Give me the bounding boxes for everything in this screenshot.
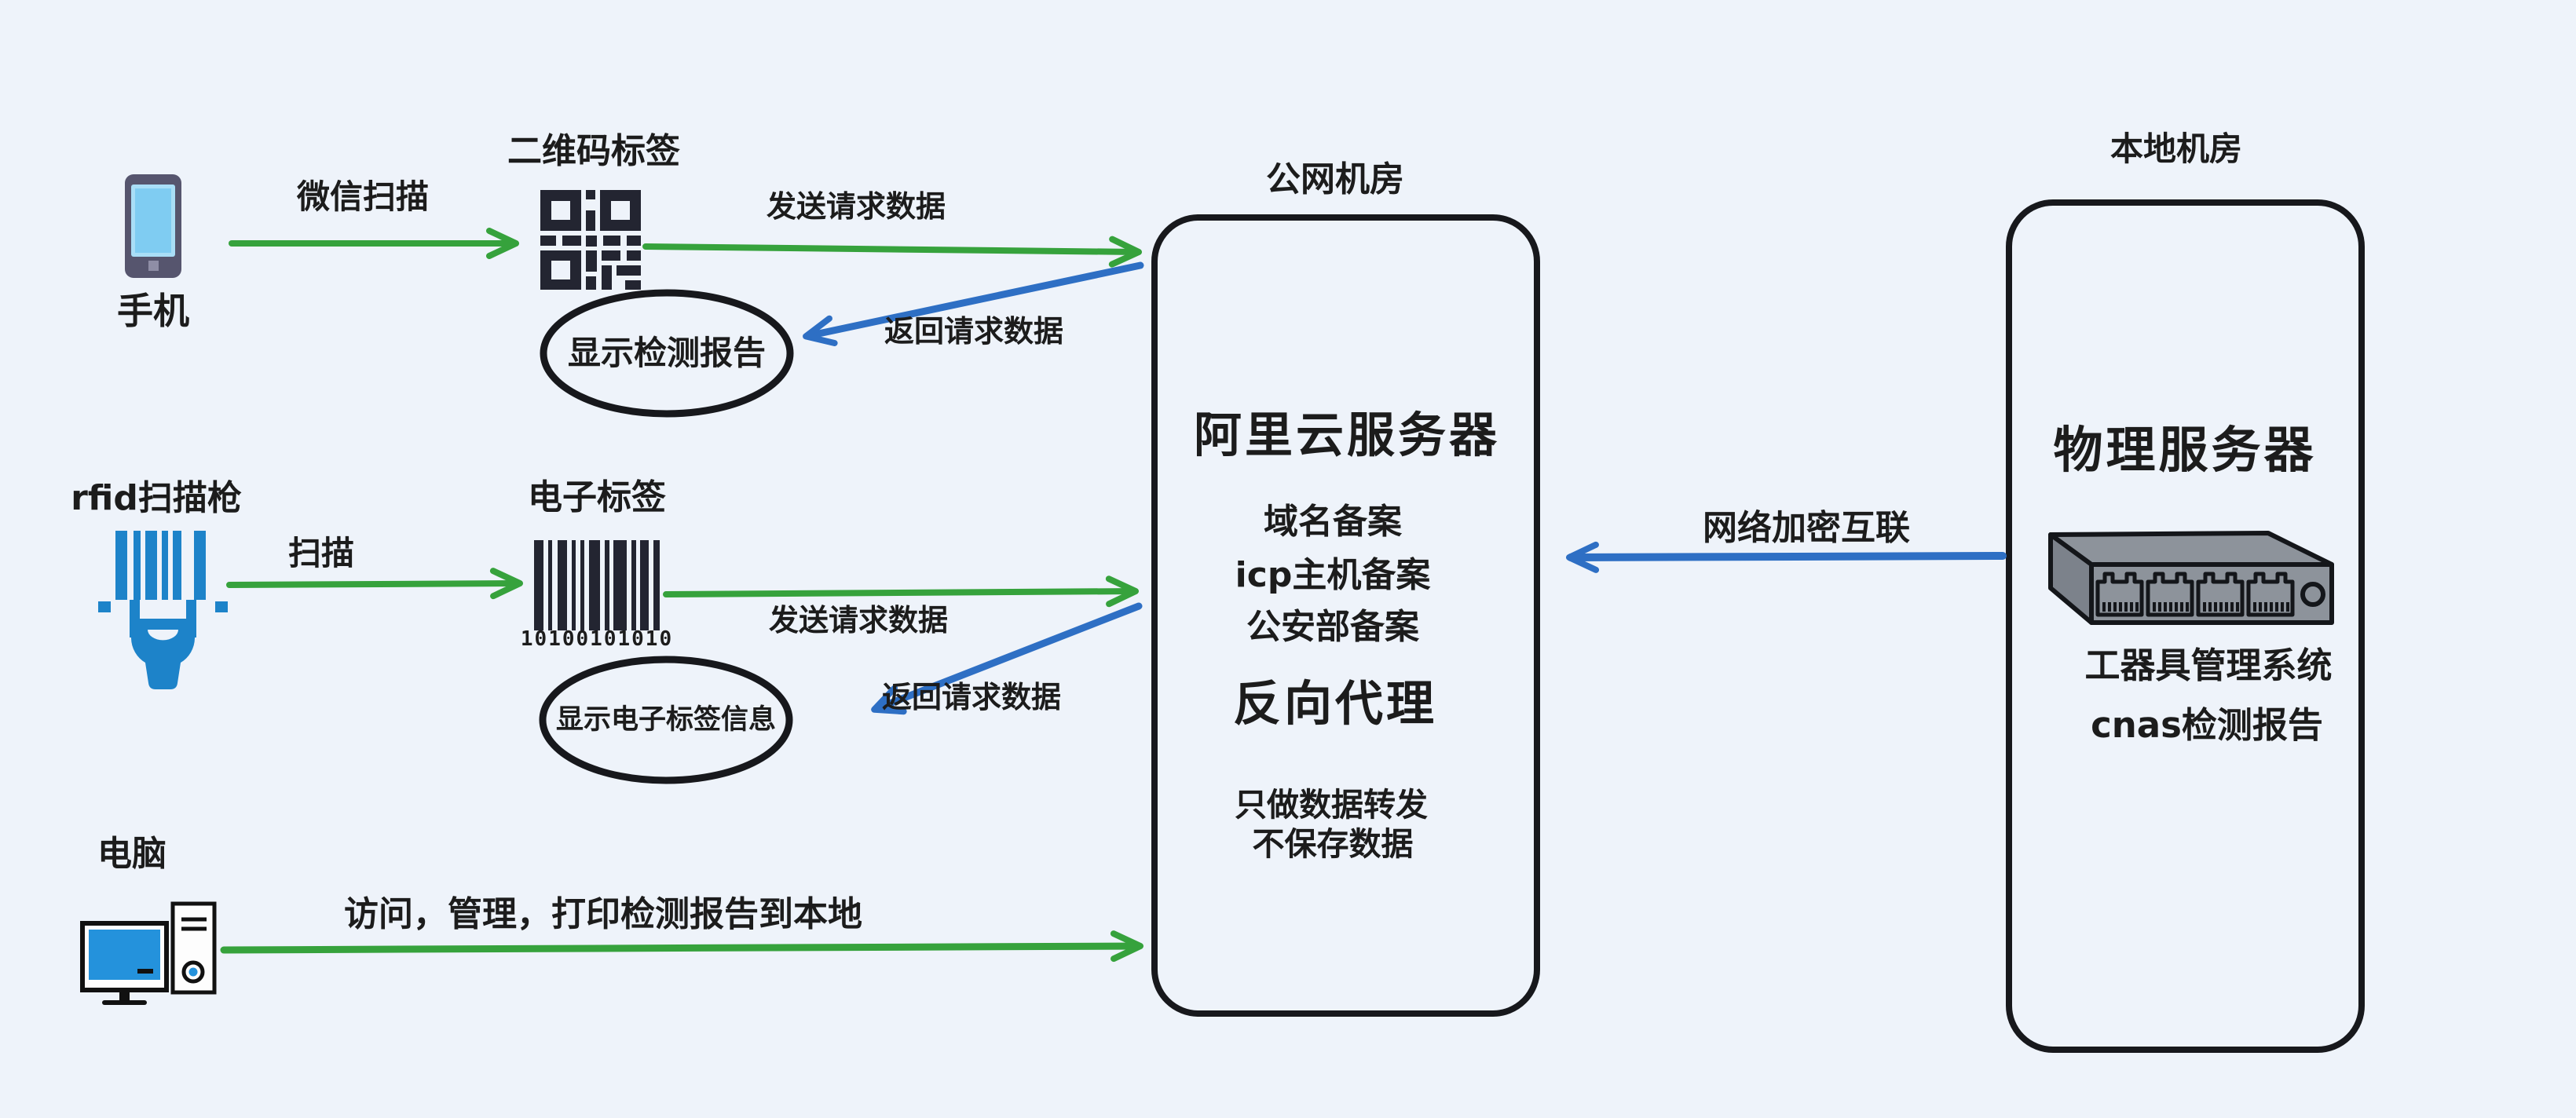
local-room-box — [2006, 199, 2365, 1053]
arrows — [220, 228, 2007, 963]
encrypted-link-label: 网络加密互联 — [1703, 508, 1910, 548]
record-item-domain: 域名备案 — [1264, 502, 1402, 542]
pc-access-arrow — [220, 930, 1143, 963]
qr-tag-title: 二维码标签 — [507, 131, 680, 171]
network-switch-icon — [2048, 531, 2334, 625]
scan-label: 扫描 — [287, 534, 355, 572]
physical-server-title: 物理服务器 — [2053, 422, 2317, 479]
tool-management-system-label: 工器具管理系统 — [2084, 645, 2333, 686]
etag-title: 电子标签 — [528, 477, 666, 517]
scan-arrow — [226, 568, 523, 600]
encrypted-link-arrow — [1566, 541, 2007, 573]
return-request-arrow-1 — [803, 261, 1144, 347]
send-request-label-1: 发送请求数据 — [766, 189, 946, 224]
proxy-note-forward: 只做数据转发 — [1235, 786, 1428, 824]
send-request-arrow-1 — [642, 236, 1142, 268]
pc-access-label: 访问，管理，打印检测报告到本地 — [344, 894, 862, 934]
send-request-arrow-2 — [663, 575, 1139, 608]
local-room-title: 本地机房 — [2109, 130, 2243, 168]
proxy-note-nostore: 不保存数据 — [1252, 825, 1414, 863]
tag-info-result-ellipse — [539, 656, 793, 784]
phone-device-label: 手机 — [117, 290, 189, 332]
smartphone-icon — [125, 174, 181, 278]
rfid-device-label: rfid扫描枪 — [71, 478, 242, 518]
wechat-scan-label: 微信扫描 — [296, 177, 430, 216]
pc-device-label: 电脑 — [97, 834, 166, 874]
public-room-box — [1151, 214, 1540, 1017]
send-request-label-2: 发送请求数据 — [768, 603, 949, 638]
return-request-label-2: 返回请求数据 — [881, 680, 1062, 714]
return-request-label-1: 返回请求数据 — [884, 314, 1064, 349]
record-item-icp: icp主机备案 — [1235, 555, 1431, 595]
qr-code-icon — [540, 190, 641, 290]
public-room-title: 公网机房 — [1266, 159, 1404, 199]
tag-info-result-label: 显示电子标签信息 — [555, 703, 777, 736]
barcode-icon — [534, 540, 660, 630]
cnas-report-label: cnas检测报告 — [2091, 704, 2323, 746]
record-item-police: 公安部备案 — [1246, 607, 1419, 647]
barcode-digits: 10100101010 — [520, 627, 674, 651]
rfid-scanner-icon — [98, 531, 228, 689]
desktop-computer-icon — [80, 901, 217, 1005]
return-request-arrow-2 — [871, 602, 1143, 715]
report-result-label: 显示检测报告 — [567, 333, 767, 372]
report-result-ellipse — [540, 289, 794, 418]
aliyun-server-title: 阿里云服务器 — [1193, 407, 1501, 463]
reverse-proxy-title: 反向代理 — [1232, 676, 1438, 732]
